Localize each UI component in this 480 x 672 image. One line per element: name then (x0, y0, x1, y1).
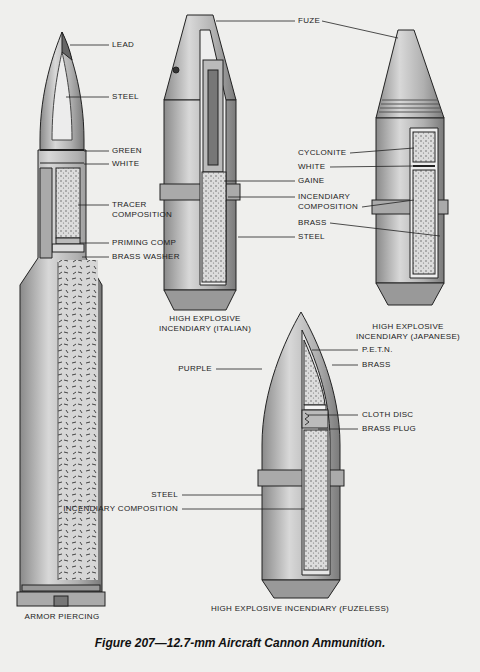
part-label: P.E.T.N. (362, 345, 393, 355)
part-label: BRASS (362, 360, 391, 370)
part-label: INCENDIARY COMPOSITION (63, 504, 178, 514)
part-label: BRASS PLUG (362, 424, 416, 434)
round-name: FUZE (298, 16, 320, 26)
fuzeless-hei-projectile (258, 312, 344, 598)
part-label: BRASS (298, 218, 327, 228)
leader-lines (66, 21, 440, 509)
part-label: INCENDIARY COMPOSITION (298, 192, 360, 212)
round-name: HIGH EXPLOSIVE INCENDIARY (ITALIAN) (145, 314, 265, 334)
part-label: LEAD (112, 40, 134, 50)
round-name: HIGH EXPLOSIVE INCENDIARY (FUZELESS) (210, 604, 391, 614)
japanese-hei-projectile (372, 30, 448, 305)
part-label: TRACER COMPOSITION (112, 200, 172, 220)
part-label: PURPLE (178, 364, 212, 374)
armor-piercing-cartridge (17, 32, 105, 606)
round-name: ARMOR PIERCING (24, 612, 101, 622)
part-label: WHITE (298, 162, 325, 172)
part-label: STEEL (112, 92, 139, 102)
round-name: HIGH EXPLOSIVE INCENDIARY (JAPANESE) (353, 322, 463, 342)
part-label: CLOTH DISC (362, 410, 413, 420)
part-label: PRIMING COMP (112, 238, 176, 248)
part-label: GAINE (298, 176, 324, 186)
part-label: STEEL (151, 490, 178, 500)
italian-hei-projectile (160, 15, 240, 310)
part-label: STEEL (298, 232, 325, 242)
part-label: CYCLONITE (298, 148, 347, 158)
part-label: BRASS WASHER (112, 252, 180, 262)
part-label: GREEN (112, 146, 142, 156)
part-label: WHITE (112, 159, 139, 169)
figure-caption: Figure 207—12.7-mm Aircraft Cannon Ammun… (0, 636, 480, 650)
